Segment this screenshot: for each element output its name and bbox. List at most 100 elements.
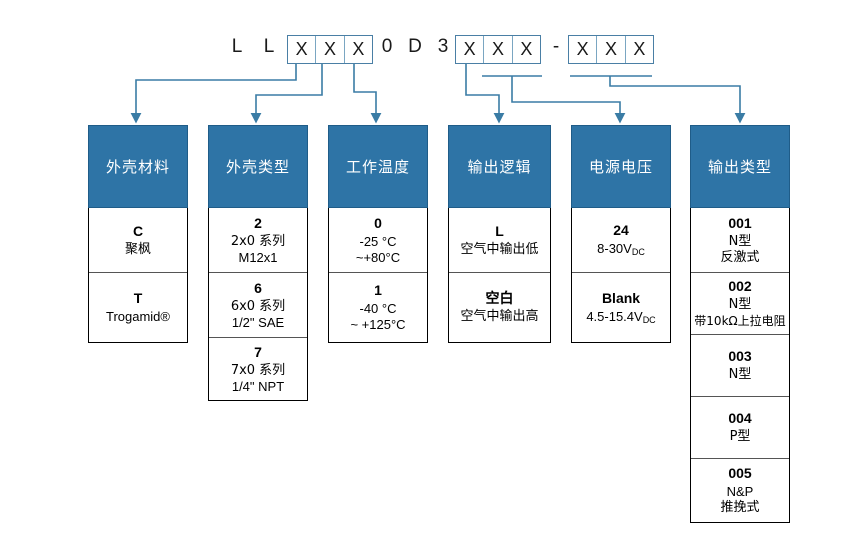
- option-line: 空气中输出低: [460, 241, 539, 257]
- option-line: -40 °C: [359, 301, 397, 316]
- option-row[interactable]: 24 8-30VDC: [572, 208, 670, 273]
- option-line: P型: [729, 429, 751, 444]
- part-number-group-3: X X X: [568, 35, 654, 64]
- option-code: C: [132, 222, 144, 239]
- option-row[interactable]: 6 6x0 系列 1/2" SAE: [209, 273, 307, 338]
- option-code: 001: [728, 214, 752, 231]
- option-line: 1/2" SAE: [231, 314, 285, 330]
- option-line: 空气中输出高: [460, 309, 539, 324]
- option-line: ~ +125°C: [350, 317, 406, 332]
- column-output-type: 输出类型 001 N型 反激式 002 N型 带10kΩ上拉电阻 003 N型 …: [690, 125, 790, 523]
- option-code: 005: [728, 465, 752, 481]
- option-line: 4.5-15.4V: [586, 308, 643, 324]
- connector-to-operating-temperature: [353, 64, 382, 124]
- column-header-output-type: 输出类型: [690, 125, 790, 208]
- option-row[interactable]: 004 P型: [691, 397, 789, 459]
- option-row[interactable]: 001 N型 反激式: [691, 208, 789, 273]
- option-line-subscript: DC: [631, 247, 645, 257]
- option-row[interactable]: 2 2x0 系列 M12x1: [209, 208, 307, 273]
- option-line: M12x1: [238, 249, 278, 265]
- option-line: Trogamid®: [105, 309, 170, 324]
- option-line: 推挽式: [720, 500, 760, 515]
- part-number-cell: X: [456, 36, 485, 63]
- part-number-middle-char-1: 0: [381, 36, 393, 57]
- connector-to-housing-type: [250, 64, 323, 124]
- part-number-middle-char-2: D: [408, 36, 422, 57]
- column-header-housing-material: 外壳材料: [88, 125, 188, 208]
- option-row[interactable]: 0 -25 °C ~+80°C: [329, 208, 427, 273]
- option-line: 2x0 系列: [230, 233, 286, 249]
- column-output-logic: 输出逻辑 L 空气中输出低 空白 空气中输出高: [448, 125, 551, 343]
- column-supply-voltage: 电源电压 24 8-30VDC Blank 4.5-15.4VDC: [571, 125, 671, 343]
- column-body-output-type: 001 N型 反激式 002 N型 带10kΩ上拉电阻 003 N型 004 P…: [690, 208, 790, 523]
- part-number-cell: X: [352, 39, 365, 59]
- column-body-operating-temperature: 0 -25 °C ~+80°C 1 -40 °C ~ +125°C: [328, 208, 428, 343]
- part-number-cell: X: [316, 36, 345, 63]
- option-row[interactable]: L 空气中输出低: [449, 208, 550, 273]
- option-code: 003: [728, 348, 752, 364]
- column-header-operating-temperature: 工作温度: [328, 125, 428, 208]
- column-operating-temperature: 工作温度 0 -25 °C ~+80°C 1 -40 °C ~ +125°C: [328, 125, 428, 343]
- part-number-cell: X: [569, 36, 598, 63]
- option-code: 002: [728, 278, 752, 294]
- option-row[interactable]: 空白 空气中输出高: [449, 273, 550, 342]
- option-line: 1/4" NPT: [231, 378, 285, 394]
- option-row[interactable]: 1 -40 °C ~ +125°C: [329, 273, 427, 342]
- option-line: -25 °C: [359, 233, 397, 249]
- connector-to-output-logic: [465, 64, 505, 124]
- column-header-housing-type: 外壳类型: [208, 125, 308, 208]
- column-housing-type: 外壳类型 2 2x0 系列 M12x1 6 6x0 系列 1/2" SAE 7 …: [208, 125, 308, 401]
- column-body-housing-material: C 聚枫 T Trogamid®: [88, 208, 188, 343]
- option-code: T: [133, 290, 143, 306]
- option-line: N型: [728, 367, 752, 382]
- option-line: 反激式: [720, 249, 760, 265]
- column-body-supply-voltage: 24 8-30VDC Blank 4.5-15.4VDC: [571, 208, 671, 343]
- option-line: 7x0 系列: [230, 362, 286, 378]
- option-line: 带10kΩ上拉电阻: [694, 314, 786, 328]
- part-number-middle-char-3: 3: [437, 36, 449, 57]
- option-line: 8-30V: [597, 241, 632, 256]
- option-row[interactable]: 002 N型 带10kΩ上拉电阻: [691, 273, 789, 335]
- part-number-cell: X: [633, 39, 646, 59]
- option-row[interactable]: Blank 4.5-15.4VDC: [572, 273, 670, 342]
- option-line: N&P: [726, 484, 754, 499]
- part-number-group-1: X X X: [287, 35, 373, 64]
- option-row[interactable]: 003 N型: [691, 335, 789, 397]
- option-row[interactable]: 7 7x0 系列 1/4" NPT: [209, 338, 307, 400]
- part-number-cell: X: [484, 36, 513, 63]
- option-voltage-value: 8-30VDC: [597, 241, 645, 258]
- option-line: N型: [728, 297, 752, 312]
- part-number-separator: -: [552, 36, 560, 57]
- option-code: 空白: [485, 290, 514, 306]
- part-number-group-2: X X X: [455, 35, 541, 64]
- option-row[interactable]: C 聚枫: [89, 208, 187, 273]
- option-line: 聚枫: [124, 241, 151, 257]
- column-housing-material: 外壳材料 C 聚枫 T Trogamid®: [88, 125, 188, 343]
- option-code: Blank: [601, 289, 641, 306]
- column-body-housing-type: 2 2x0 系列 M12x1 6 6x0 系列 1/2" SAE 7 7x0 系…: [208, 208, 308, 401]
- connector-to-supply-voltage: [511, 76, 626, 124]
- option-code: 0: [374, 214, 382, 231]
- option-line: 6x0 系列: [230, 298, 286, 314]
- part-number-row: L L X X X 0 D 3 X X X - X X X: [0, 30, 846, 70]
- column-header-output-logic: 输出逻辑: [448, 125, 551, 208]
- option-code: 6: [254, 279, 262, 296]
- option-code: 004: [728, 410, 752, 426]
- option-row[interactable]: T Trogamid®: [89, 273, 187, 342]
- option-line-subscript: DC: [642, 314, 656, 325]
- connector-to-housing-material: [130, 64, 297, 124]
- option-code: 24: [613, 222, 629, 238]
- part-number-cell: X: [520, 39, 533, 59]
- part-number-prefix-char-2: L: [263, 36, 275, 57]
- column-body-output-logic: L 空气中输出低 空白 空气中输出高: [448, 208, 551, 343]
- option-code: L: [495, 222, 504, 239]
- part-number-cell: X: [288, 36, 317, 63]
- connector-to-output-type: [609, 76, 746, 124]
- part-number-prefix-char-1: L: [231, 36, 243, 57]
- option-code: 2: [254, 214, 262, 231]
- column-header-supply-voltage: 电源电压: [571, 125, 671, 208]
- option-line: ~+80°C: [355, 249, 401, 265]
- option-line: N型: [728, 233, 752, 249]
- part-number-cell: X: [597, 36, 626, 63]
- option-row[interactable]: 005 N&P 推挽式: [691, 459, 789, 522]
